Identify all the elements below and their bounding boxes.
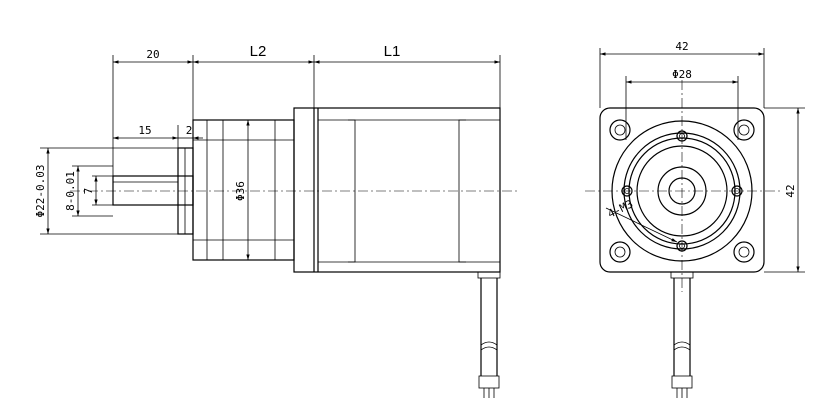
dim-frame-height: 42: [784, 184, 797, 197]
side-view: 20 L2 L1 15 2 Φ22-0.03 8-0.01 7 Φ36: [34, 43, 520, 398]
dim-shaft-length: 20: [146, 48, 159, 61]
dim-l2: L2: [250, 43, 267, 60]
tapped-holes: [621, 130, 743, 252]
gearbox-body: [192, 119, 295, 261]
dim-shaft-small: 8-0.01: [64, 171, 77, 211]
dim-boss: 2: [186, 124, 193, 137]
dim-frame-width: 42: [675, 40, 688, 53]
dim-shaft-diameter: Φ22-0.03: [34, 165, 47, 218]
dim-flat-length: 15: [138, 124, 151, 137]
front-view: 42 Φ28 42 4-M3: [585, 40, 805, 398]
cable-front: [670, 271, 694, 398]
cable-side: [477, 271, 501, 398]
dim-gearbox-diameter: Φ36: [234, 181, 247, 201]
shaft: [112, 147, 194, 235]
dim-flat: 7: [82, 188, 95, 195]
mounting-holes: [609, 119, 755, 263]
dim-pilot-diameter: Φ28: [672, 68, 692, 81]
dim-l1: L1: [384, 43, 401, 60]
motor-body: [293, 107, 501, 273]
